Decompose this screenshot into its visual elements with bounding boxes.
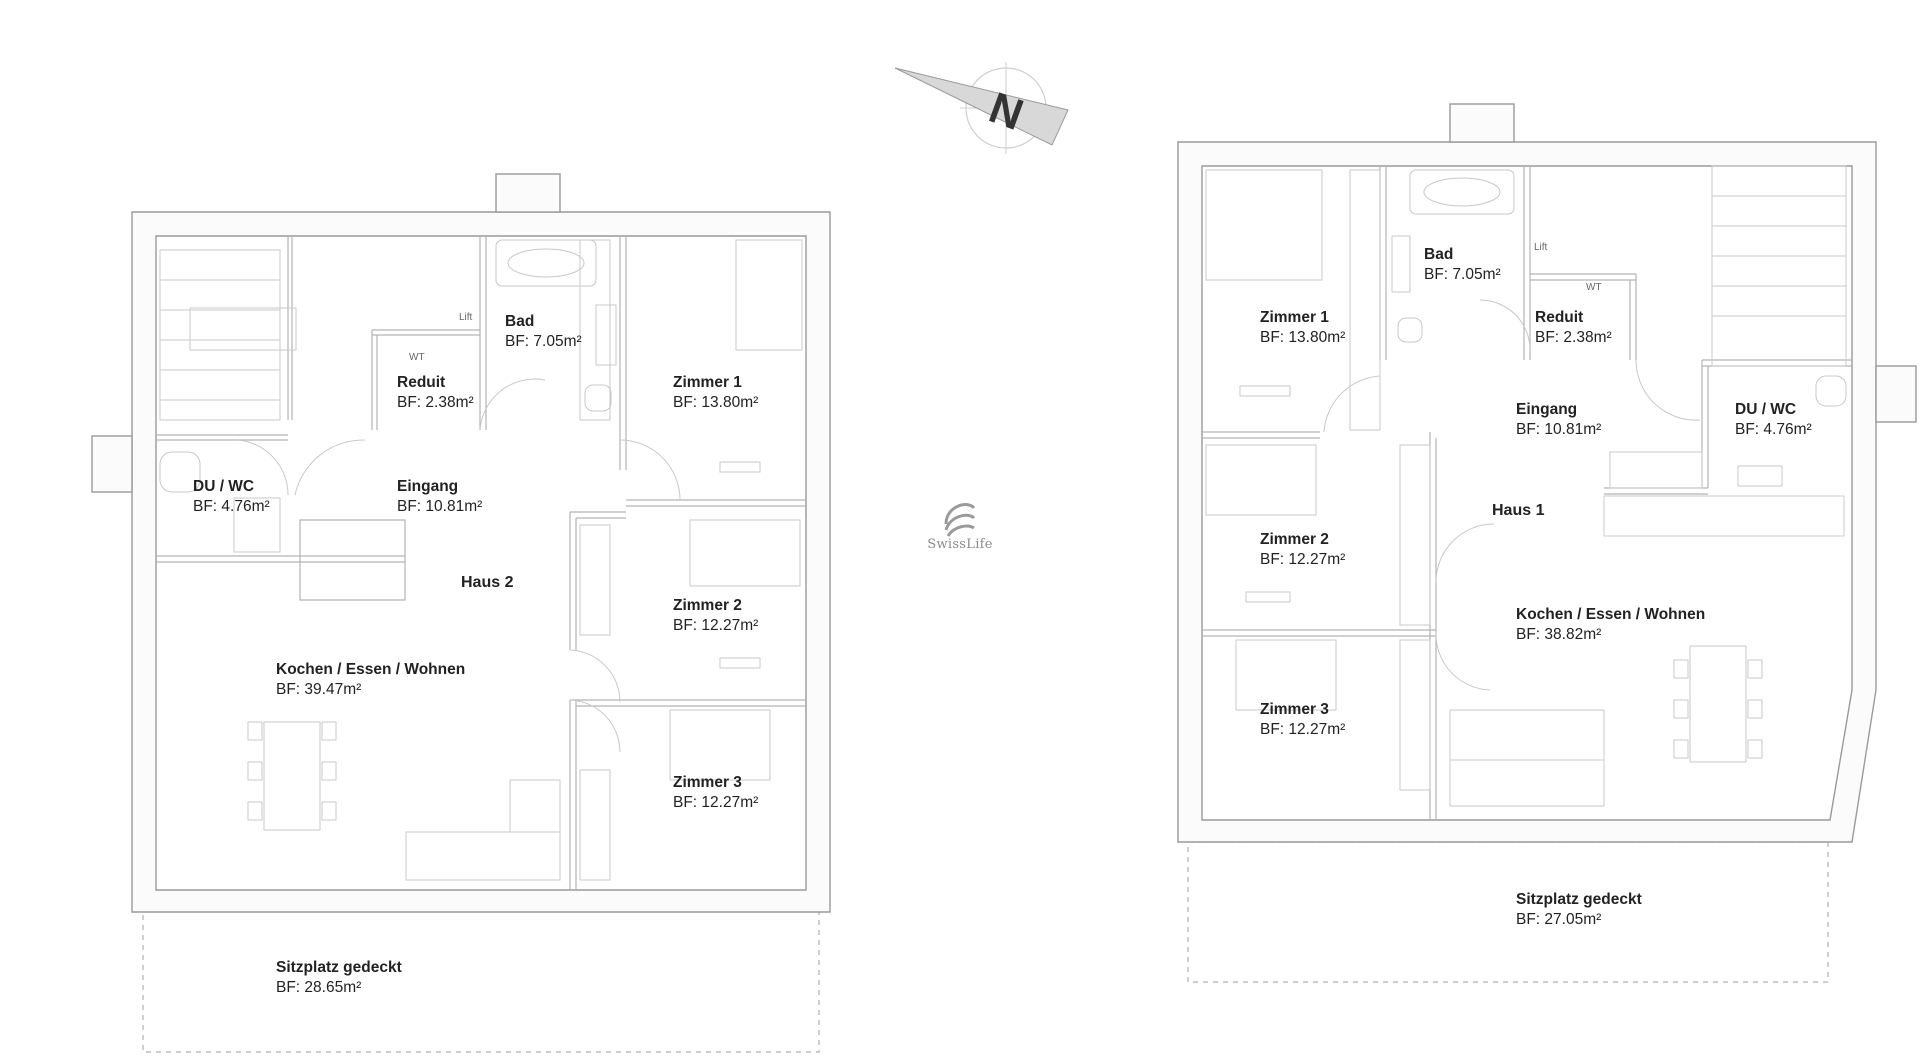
brand-name: SwissLife bbox=[927, 537, 993, 552]
haus2-top-bay bbox=[495, 173, 561, 213]
room-area: BF: 27.05m² bbox=[1516, 911, 1602, 928]
room-name: Zimmer 2 bbox=[1260, 531, 1329, 548]
haus2-furniture bbox=[159, 239, 803, 881]
haus1-title: Haus 1 bbox=[1492, 502, 1545, 519]
north-arrow-icon bbox=[894, 62, 1069, 154]
room-name: Sitzplatz gedeckt bbox=[276, 959, 402, 976]
haus2-exterior-wall bbox=[131, 211, 831, 913]
room-area: BF: 13.80m² bbox=[1260, 329, 1346, 346]
haus1-furniture bbox=[1205, 165, 1847, 807]
haus2-room-reduit: Reduit BF: 2.38m² bbox=[397, 373, 474, 413]
haus1-room-zimmer2: Zimmer 2 BF: 12.27m² bbox=[1260, 530, 1345, 570]
haus1-room-zimmer1: Zimmer 1 BF: 13.80m² bbox=[1260, 308, 1345, 348]
room-name: DU / WC bbox=[1735, 401, 1797, 418]
room-area: BF: 12.27m² bbox=[1260, 551, 1346, 568]
haus2-room-kochen: Kochen / Essen / Wohnen BF: 39.47m² bbox=[276, 660, 465, 700]
haus1-doors bbox=[1323, 299, 1701, 691]
room-area: BF: 7.05m² bbox=[1424, 266, 1501, 283]
room-name: DU / WC bbox=[193, 478, 255, 495]
room-area: BF: 4.76m² bbox=[1735, 421, 1812, 438]
room-name: Bad bbox=[505, 313, 535, 330]
room-area: BF: 2.38m² bbox=[397, 394, 474, 411]
room-name: Kochen / Essen / Wohnen bbox=[276, 661, 466, 678]
haus1-room-kochen: Kochen / Essen / Wohnen BF: 38.82m² bbox=[1516, 605, 1705, 645]
room-name: Zimmer 3 bbox=[1260, 701, 1329, 718]
room-name: Zimmer 1 bbox=[673, 374, 742, 391]
haus2-room-duwc: DU / WC BF: 4.76m² bbox=[193, 477, 270, 517]
room-name: Reduit bbox=[397, 374, 446, 391]
room-name: Zimmer 1 bbox=[1260, 309, 1329, 326]
haus2-room-eingang: Eingang BF: 10.81m² bbox=[397, 477, 482, 517]
room-area: BF: 4.76m² bbox=[193, 498, 270, 515]
room-name: Eingang bbox=[1516, 401, 1578, 418]
haus2-sitzplatz: Sitzplatz gedeckt BF: 28.65m² bbox=[276, 958, 402, 998]
swisslife-logo: SwissLife bbox=[925, 507, 995, 552]
haus2-wt-label: WT bbox=[409, 352, 425, 363]
haus1-room-reduit: Reduit BF: 2.38m² bbox=[1535, 308, 1612, 348]
haus1-right-bay bbox=[1875, 365, 1917, 423]
haus1-room-duwc: DU / WC BF: 4.76m² bbox=[1735, 400, 1812, 440]
room-name: Sitzplatz gedeckt bbox=[1516, 891, 1642, 908]
swisslife-logo-icon bbox=[944, 503, 976, 537]
haus2-room-bad: Bad BF: 7.05m² bbox=[505, 312, 582, 352]
haus1-top-bay bbox=[1449, 103, 1515, 143]
haus1-room-zimmer3: Zimmer 3 BF: 12.27m² bbox=[1260, 700, 1345, 740]
room-area: BF: 13.80m² bbox=[673, 394, 759, 411]
room-area: BF: 38.82m² bbox=[1516, 626, 1602, 643]
haus2-room-zimmer1: Zimmer 1 BF: 13.80m² bbox=[673, 373, 758, 413]
haus1-room-bad: Bad BF: 7.05m² bbox=[1424, 245, 1501, 285]
room-area: BF: 28.65m² bbox=[276, 979, 362, 996]
room-name: Zimmer 3 bbox=[673, 774, 742, 791]
haus2-interior-walls bbox=[156, 236, 806, 890]
room-area: BF: 12.27m² bbox=[673, 617, 759, 634]
haus1-sitzplatz: Sitzplatz gedeckt BF: 27.05m² bbox=[1516, 890, 1642, 930]
room-area: BF: 10.81m² bbox=[397, 498, 483, 515]
haus2-plan bbox=[91, 173, 831, 1053]
room-name: Reduit bbox=[1535, 309, 1584, 326]
haus1-plan bbox=[1177, 103, 1917, 983]
room-area: BF: 12.27m² bbox=[1260, 721, 1346, 738]
room-area: BF: 2.38m² bbox=[1535, 329, 1612, 346]
room-area: BF: 7.05m² bbox=[505, 333, 582, 350]
room-area: BF: 10.81m² bbox=[1516, 421, 1602, 438]
room-name: Zimmer 2 bbox=[673, 597, 742, 614]
haus2-room-zimmer3: Zimmer 3 BF: 12.27m² bbox=[673, 773, 758, 813]
haus1-room-eingang: Eingang BF: 10.81m² bbox=[1516, 400, 1601, 440]
haus1-wt-label: WT bbox=[1586, 282, 1602, 293]
room-area: BF: 39.47m² bbox=[276, 681, 362, 698]
haus2-title: Haus 2 bbox=[461, 574, 514, 591]
room-area: BF: 12.27m² bbox=[673, 794, 759, 811]
haus2-sitzplatz-outline bbox=[142, 905, 820, 1053]
room-name: Kochen / Essen / Wohnen bbox=[1516, 606, 1706, 623]
haus2-doors bbox=[237, 378, 681, 753]
haus2-room-zimmer2: Zimmer 2 BF: 12.27m² bbox=[673, 596, 758, 636]
haus2-left-bay bbox=[91, 435, 133, 493]
haus1-sitzplatz-outline bbox=[1187, 841, 1829, 983]
room-name: Eingang bbox=[397, 478, 459, 495]
haus1-lift-label: Lift bbox=[1534, 242, 1548, 253]
haus2-lift-label: Lift bbox=[459, 312, 473, 323]
room-name: Bad bbox=[1424, 246, 1454, 263]
